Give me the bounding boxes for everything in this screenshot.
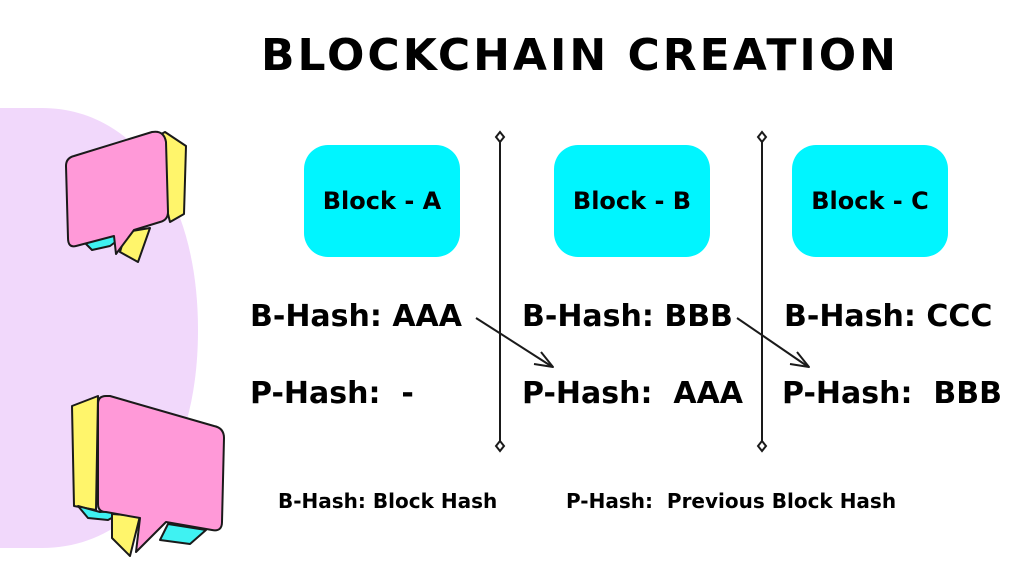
legend-p-hash: P-Hash: Previous Block Hash <box>566 489 897 513</box>
block-b: Block - B <box>554 145 710 257</box>
block-c: Block - C <box>792 145 948 257</box>
block-b-label: Block - B <box>572 187 692 215</box>
separator-line-1 <box>494 130 506 453</box>
legend-b-hash: B-Hash: Block Hash <box>278 489 498 513</box>
speech-bubble-icon-bottom <box>71 395 225 557</box>
link-arrow-b-to-c <box>736 317 810 368</box>
block-c-label: Block - C <box>811 187 929 215</box>
block-b-p-hash: P-Hash: AAA <box>522 376 744 411</box>
block-a-p-hash: P-Hash: - <box>250 376 414 411</box>
block-a: Block - A <box>304 145 460 257</box>
page-title: BLOCKCHAIN CREATION <box>261 29 899 81</box>
block-c-p-hash: P-Hash: BBB <box>782 376 1002 411</box>
block-b-b-hash: B-Hash: BBB <box>522 299 733 334</box>
block-c-b-hash: B-Hash: CCC <box>784 299 993 334</box>
separator-line-2 <box>756 130 768 453</box>
link-arrow-a-to-b <box>475 317 554 368</box>
block-a-label: Block - A <box>322 187 442 215</box>
block-a-b-hash: B-Hash: AAA <box>250 299 462 334</box>
speech-bubble-icon-top <box>65 130 187 263</box>
